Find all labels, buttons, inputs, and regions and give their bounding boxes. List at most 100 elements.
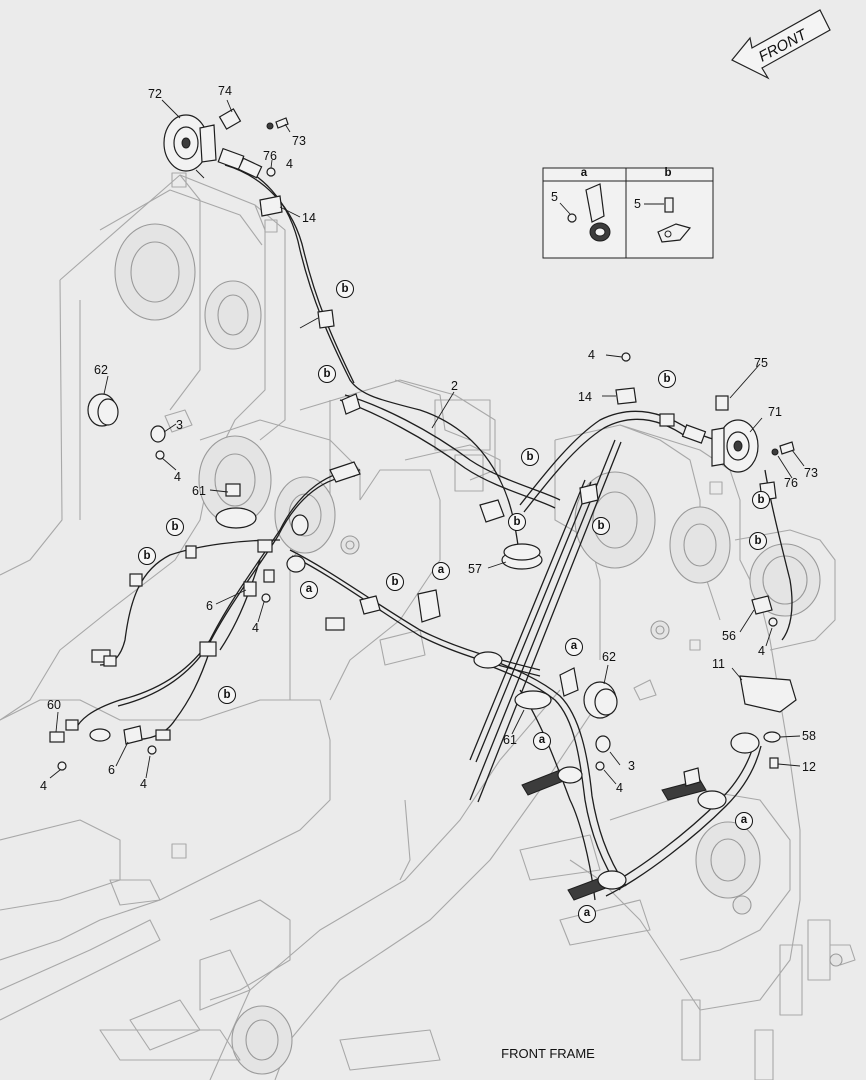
callout-4: 4 [252, 621, 259, 635]
clamp-marker-b: b [508, 513, 526, 531]
clamp-marker-b: b [166, 518, 184, 536]
connector-61 [225, 483, 241, 497]
bracket-6-upper [243, 581, 257, 597]
legend-a-clamp-icon [567, 183, 611, 242]
diagram-caption: FRONT FRAME [501, 1046, 595, 1061]
callout-62: 62 [602, 650, 616, 664]
left-clip-b2 [185, 545, 197, 559]
bolt-4-56 [768, 617, 778, 627]
connector-74 [218, 108, 242, 130]
washer-76-right [771, 448, 779, 456]
center-connector [325, 617, 345, 631]
clamp-marker-a: a [432, 562, 450, 580]
svg-text:b: b [171, 521, 178, 533]
callout-6: 6 [206, 599, 213, 613]
callout-73: 73 [804, 466, 818, 480]
callout-4: 4 [758, 644, 765, 658]
callout-58: 58 [802, 729, 816, 743]
front-direction-arrow: FRONT [731, 9, 831, 80]
horn-71 [711, 419, 759, 473]
clamp-b-upper [341, 393, 361, 415]
bolt-12 [769, 757, 779, 769]
callout-14: 14 [302, 211, 316, 225]
clamp-marker-b: b [318, 365, 336, 383]
callout-4: 4 [140, 777, 147, 791]
detail-legend: a b 5 5 [542, 167, 714, 259]
legend-b-clamp-icon [657, 197, 692, 243]
bolt-4-center [595, 761, 605, 771]
clamp-a-upper [559, 667, 579, 697]
horn-71-plug [681, 424, 707, 444]
clamp-marker-b: b [218, 686, 236, 704]
svg-text:a: a [571, 640, 578, 652]
callout-60: 60 [47, 698, 61, 712]
legend-a-part: 5 [551, 190, 558, 204]
clamp-ring-right [697, 790, 727, 810]
callout-57: 57 [468, 562, 482, 576]
svg-text:b: b [341, 283, 348, 295]
callout-75: 75 [754, 356, 768, 370]
svg-text:a: a [539, 734, 546, 746]
callout-76: 76 [263, 149, 277, 163]
clamp-ring-center [557, 766, 583, 784]
clamp-marker-b: b [336, 280, 354, 298]
bolt-4-mid-left [261, 593, 271, 603]
grommet-61-right [514, 690, 552, 710]
bracket-14-top [259, 195, 283, 217]
callout-62: 62 [94, 363, 108, 377]
svg-text:b: b [597, 520, 604, 532]
clip-b-right-center [579, 483, 599, 505]
callout-2: 2 [451, 379, 458, 393]
clamp-b-top [317, 309, 335, 329]
horn-plug [237, 157, 263, 179]
bolt-4-left [155, 450, 165, 460]
clamp-marker-a: a [533, 732, 551, 750]
clamp-marker-b: b [658, 370, 676, 388]
callout-74: 74 [218, 84, 232, 98]
callout-14: 14 [578, 390, 592, 404]
clamp-a-left [286, 555, 306, 573]
callout-12: 12 [802, 760, 816, 774]
clamp-a-center [417, 589, 441, 623]
legend-b-part: 5 [634, 197, 641, 211]
small-connector [263, 569, 275, 583]
horn-72 [163, 114, 217, 179]
bolt-4-far-left [57, 761, 67, 771]
bracket-6-lower [123, 725, 143, 745]
clamp-marker-a: a [300, 581, 318, 599]
svg-text:b: b [391, 576, 398, 588]
callout-4: 4 [286, 157, 293, 171]
clamp-a-right [683, 767, 701, 787]
bolt-4-lower-left [147, 745, 157, 755]
callout-4: 4 [588, 348, 595, 362]
svg-text:b: b [757, 494, 764, 506]
connector-75 [715, 395, 729, 411]
callout-61: 61 [192, 484, 206, 498]
horn-71-connector [659, 413, 675, 427]
center-clip-b [359, 595, 381, 615]
left-connector-b [103, 655, 117, 667]
bolt-4-top [266, 167, 276, 177]
callout-4: 4 [616, 781, 623, 795]
callout-6: 6 [108, 763, 115, 777]
clamp-markers: b b b b b b b b b b b b a a a a a a [138, 280, 770, 923]
connector-60 [49, 731, 65, 743]
callout-3: 3 [176, 418, 183, 432]
clamp-marker-b: b [386, 573, 404, 591]
grommet-62-right [583, 681, 618, 719]
clip-left-hole [291, 514, 309, 536]
svg-text:b: b [323, 368, 330, 380]
svg-text:a: a [306, 583, 313, 595]
legend-b-title: b [664, 167, 671, 179]
grommet-62-left [87, 393, 119, 427]
clamp-ring-lower [597, 870, 627, 890]
clamp-marker-a: a [578, 905, 596, 923]
front-frame-structure [0, 172, 856, 1080]
clamp-marker-a: a [735, 812, 753, 830]
callout-56: 56 [722, 629, 736, 643]
clamp-marker-b: b [749, 532, 767, 550]
callout-61: 61 [503, 733, 517, 747]
junction-left [257, 539, 273, 553]
